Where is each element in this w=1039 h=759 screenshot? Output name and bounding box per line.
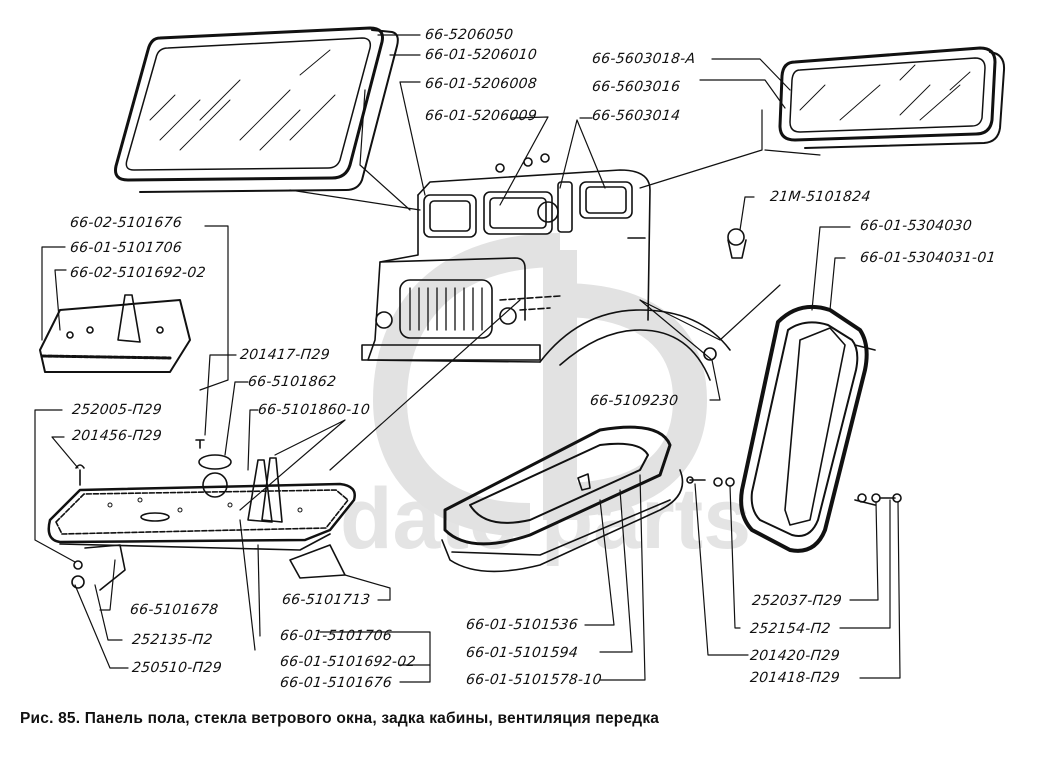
part-label-rear-glass-seal: 66-5603018-А	[591, 51, 697, 67]
leader-lines	[34, 34, 901, 683]
part-label-floor-panel-large: 66-01-5101676	[279, 675, 393, 691]
part-label-bolt-201417: 201417-П29	[239, 347, 331, 363]
part-label-bolt-5109230: 66-5109230	[589, 393, 680, 409]
part-label-floor-boot-small: 66-02-5101692-02	[69, 265, 207, 281]
part-label-bolt-201456: 201456-П29	[71, 428, 163, 444]
part-label-washer-5101862: 66-5101862	[247, 374, 338, 390]
floor-panel-small	[39, 294, 191, 373]
part-label-nut-250510: 250510-П29	[131, 660, 223, 676]
part-label-washer-252154: 252154-П2	[749, 621, 832, 637]
part-label-vent-hatch-01: 66-01-5304031-01	[859, 250, 997, 266]
part-label-bolt-201418: 201418-П29	[749, 670, 841, 686]
part-label-floor-boot-large: 66-01-5101692-02	[279, 654, 417, 670]
part-label-hatch-5101594: 66-01-5101594	[465, 645, 579, 661]
part-label-rear-glass-frame: 66-5603014	[591, 108, 682, 124]
part-label-vent-hatch: 66-01-5304030	[859, 218, 973, 234]
part-label-side-glass-frame: 66-5206050	[424, 27, 515, 43]
hatch-frame	[441, 425, 684, 573]
part-label-bolt-201420: 201420-П29	[749, 648, 841, 664]
part-label-washer-252037: 252037-П29	[751, 593, 843, 609]
part-label-nut-252005: 252005-П29	[71, 402, 163, 418]
part-label-floor-panel-small: 66-02-5101676	[69, 215, 183, 231]
floor-panel-large	[47, 439, 356, 591]
side-window-glass	[114, 26, 399, 193]
part-label-plug: 21М-5101824	[769, 189, 872, 205]
watermark-logo	[372, 233, 708, 537]
part-label-floor-seal-large: 66-01-5101706	[279, 628, 393, 644]
part-label-rear-glass: 66-5603016	[591, 79, 682, 95]
vent-hatch	[686, 228, 902, 553]
part-label-side-glass: 66-01-5206008	[424, 76, 538, 92]
part-label-hatch-5101578: 66-01-5101578-10	[465, 672, 603, 688]
figure-caption: Рис. 85. Панель пола, стекла ветрового о…	[20, 710, 660, 727]
part-label-side-glass-2: 66-01-5206009	[424, 108, 538, 124]
part-label-floor-seal-small: 66-01-5101706	[69, 240, 183, 256]
part-label-bracket-5101713: 66-5101713	[281, 592, 372, 608]
part-label-bracket-5101678: 66-5101678	[129, 602, 220, 618]
truck-cab	[361, 153, 731, 381]
part-label-side-glass-seal: 66-01-5206010	[424, 47, 538, 63]
rear-window-glass	[778, 46, 1006, 149]
part-label-boot-5101860: 66-5101860-10	[257, 402, 371, 418]
part-label-hatch-5101536: 66-01-5101536	[465, 617, 579, 633]
part-label-washer-252135: 252135-П2	[131, 632, 214, 648]
